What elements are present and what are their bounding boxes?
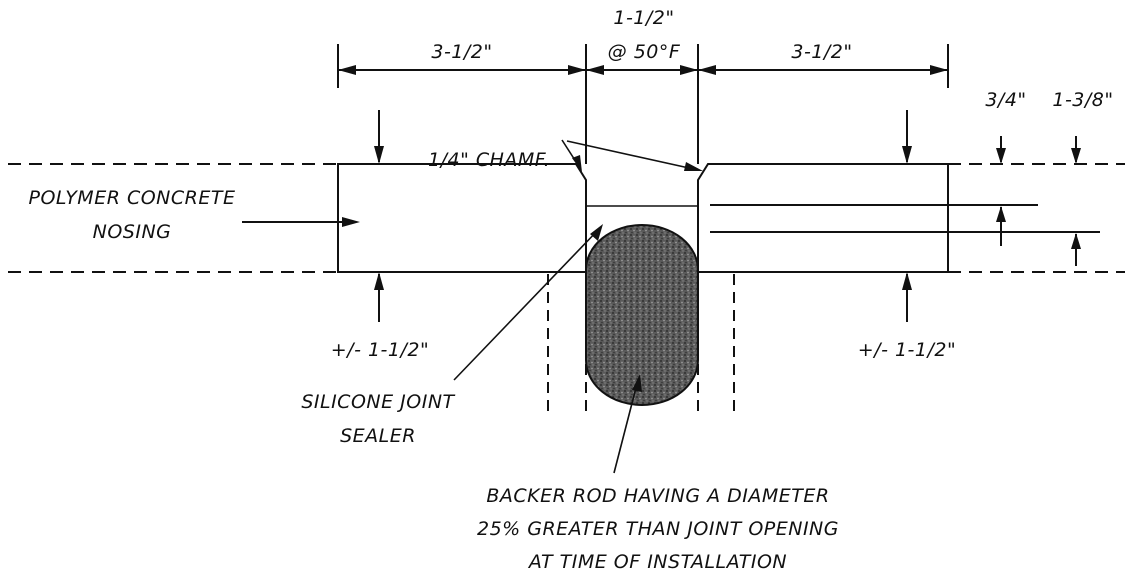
left-tolerance-label: +/- 1-1/2" (331, 339, 429, 361)
left-width-label: 3-1/2" (431, 41, 492, 63)
dim-arrow (586, 65, 604, 75)
depth-small-label: 3/4" (985, 89, 1026, 111)
down-arrow (374, 146, 384, 164)
depth-large-label: 1-3/8" (1052, 89, 1113, 111)
sealer-label-line1: SILICONE JOINT (301, 391, 455, 413)
dim-arrow (568, 65, 586, 75)
right-tolerance-label: +/- 1-1/2" (858, 339, 956, 361)
joint-temp-label: @ 50°F (608, 41, 681, 63)
down-arrow (902, 146, 912, 164)
backer-label-line2: 25% GREATER THAN JOINT OPENING (477, 518, 839, 540)
left-nosing-block (337, 163, 587, 273)
up-arrow (374, 272, 384, 290)
up-arrow (996, 206, 1006, 222)
right-nosing-block (697, 163, 949, 273)
leader-arrow (342, 217, 360, 227)
sealer-leader (453, 227, 601, 381)
backer-label-line1: BACKER ROD HAVING A DIAMETER (486, 485, 829, 507)
leader-arrow (572, 155, 582, 172)
leader-arrow (590, 224, 603, 241)
dim-arrow (338, 65, 356, 75)
backer-label-line3: AT TIME OF INSTALLATION (527, 551, 787, 573)
nosing-label-line1: POLYMER CONCRETE (29, 187, 236, 209)
nosing-label-line2: NOSING (93, 221, 172, 243)
up-arrow (1071, 233, 1081, 249)
dim-arrow (698, 65, 716, 75)
leader-arrow (684, 162, 703, 171)
dim-arrow (930, 65, 948, 75)
backer-rod (585, 224, 699, 406)
leader-arrow (632, 374, 642, 392)
backer-leader (613, 379, 639, 474)
sealer-label-line2: SEALER (340, 425, 416, 447)
down-arrow (996, 148, 1006, 164)
dim-arrow (680, 65, 698, 75)
up-arrow (902, 272, 912, 290)
right-width-label: 3-1/2" (791, 41, 852, 63)
chamfer-leader-right (566, 140, 699, 171)
down-arrow (1071, 148, 1081, 164)
joint-width-label: 1-1/2" (613, 7, 674, 29)
chamfer-label: 1/4" CHAMF. (428, 149, 550, 171)
